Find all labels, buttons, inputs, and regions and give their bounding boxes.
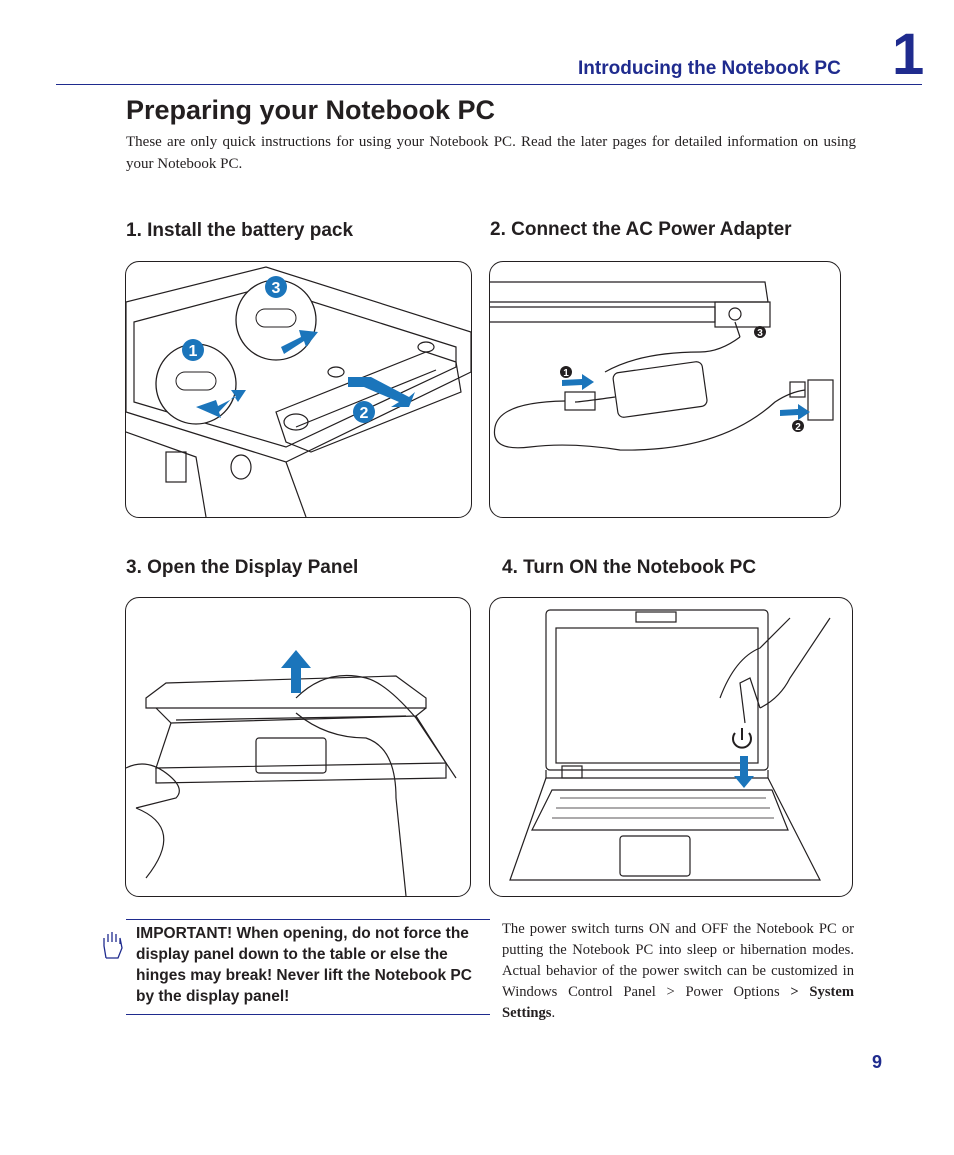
- header-rule: [56, 84, 922, 85]
- step-2-heading: 2. Connect the AC Power Adapter: [490, 219, 792, 240]
- open-display-illustration: [125, 597, 471, 897]
- adapter-marker-2: 2: [795, 422, 801, 433]
- battery-marker-1: 1: [189, 343, 198, 360]
- note-bottom-rule: [126, 1014, 490, 1015]
- battery-marker-3: 3: [272, 280, 281, 297]
- step-1-heading: 1. Install the battery pack: [126, 220, 354, 241]
- power-description-bold: System Settings: [502, 984, 854, 1021]
- power-description-text: The power switch turns ON and OFF the No…: [502, 921, 854, 1000]
- power-description-suffix: .: [551, 1005, 556, 1021]
- battery-illustration: 1 2 3: [125, 261, 472, 518]
- step-3-heading: 3. Open the Display Panel: [126, 557, 359, 578]
- hand-icon: [100, 928, 124, 962]
- ac-adapter-illustration: 1 2 3: [489, 261, 841, 518]
- intro-paragraph: These are only quick instructions for us…: [126, 134, 856, 172]
- note-top-rule: [126, 919, 490, 920]
- page-number: 9: [872, 1052, 883, 1072]
- step-4-heading: 4. Turn ON the Notebook PC: [502, 557, 757, 578]
- adapter-marker-3: 3: [757, 328, 763, 339]
- power-on-illustration: [489, 597, 853, 897]
- adapter-marker-1: 1: [563, 368, 569, 379]
- power-icon: [732, 728, 752, 749]
- power-description: The power switch turns ON and OFF the No…: [502, 919, 854, 1024]
- chapter-number: 1: [892, 22, 925, 87]
- page-title: Preparing your Notebook PC: [126, 95, 496, 125]
- battery-marker-2: 2: [360, 405, 369, 422]
- chapter-title: Introducing the Notebook PC: [578, 58, 841, 79]
- important-note: IMPORTANT! When opening, do not force th…: [136, 925, 472, 1005]
- power-description-gt: >: [790, 984, 810, 1000]
